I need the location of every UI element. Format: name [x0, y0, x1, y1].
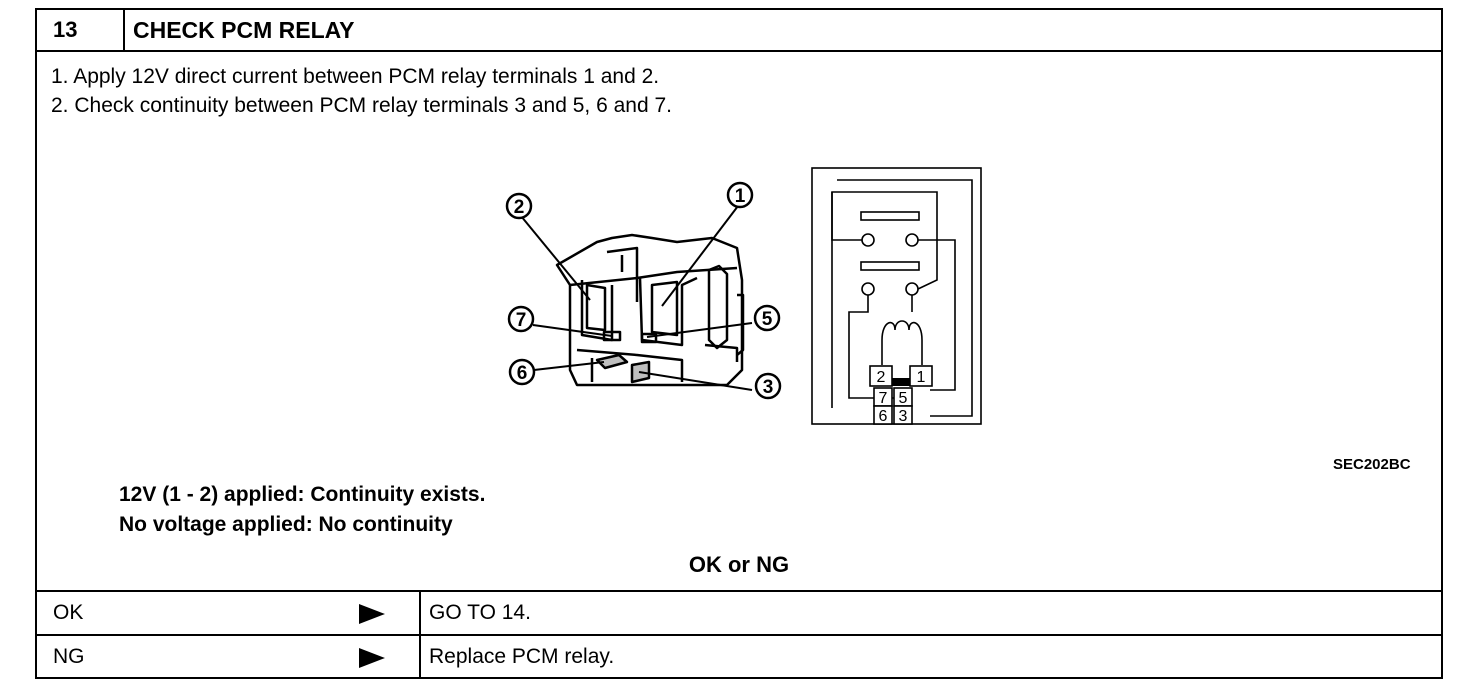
result-row-ok: OK GO TO 14.: [37, 590, 1441, 634]
relay-schematic: [811, 167, 982, 425]
callout-label: 6: [517, 363, 528, 384]
instruction-item: 1. Apply 12V direct current between PCM …: [51, 65, 660, 88]
result-label: OK: [53, 601, 84, 624]
terminal-label: 7: [879, 390, 888, 407]
result-action: Replace PCM relay.: [429, 645, 615, 668]
terminal-label: 2: [877, 369, 886, 386]
callout-7: 7: [507, 305, 535, 333]
callout-3: 3: [754, 372, 782, 400]
specification: 12V (1 - 2) applied: Continuity exists. …: [119, 480, 485, 540]
column-divider: [419, 636, 421, 678]
step-title: CHECK PCM RELAY: [133, 17, 355, 43]
callout-1: 1: [726, 181, 754, 209]
callout-label: 5: [762, 309, 773, 330]
spec-line: No voltage applied: No continuity: [119, 513, 453, 536]
callout-5: 5: [753, 304, 781, 332]
terminal-label: 3: [899, 408, 908, 425]
step-header: 13 CHECK PCM RELAY: [37, 10, 1441, 52]
terminal-label: 1: [917, 369, 926, 386]
callout-label: 3: [763, 377, 774, 398]
callout-label: 1: [735, 186, 746, 207]
terminal-label: 5: [899, 390, 908, 407]
instruction-item: 2. Check continuity between PCM relay te…: [51, 94, 672, 117]
arrow-right-icon: [359, 648, 385, 668]
column-divider: [419, 592, 421, 634]
spec-line: 12V (1 - 2) applied: Continuity exists.: [119, 483, 486, 506]
terminal-label: 6: [879, 408, 888, 425]
result-action: GO TO 14.: [429, 601, 531, 624]
result-row-ng: NG Replace PCM relay.: [37, 634, 1441, 678]
result-label: NG: [53, 645, 85, 668]
relay-figure: 2 1 7 5 6 3: [505, 167, 982, 425]
relay-illustration: [520, 205, 753, 391]
arrow-right-icon: [359, 604, 385, 624]
schematic-terminal-block: 2 1 7 5 6 3: [869, 365, 933, 425]
callout-6: 6: [508, 358, 536, 386]
verdict-heading: OK or NG: [688, 552, 790, 577]
figure-code: SEC202BC: [1333, 456, 1411, 473]
diagnostic-step-table: 13 CHECK PCM RELAY 1. Apply 12V direct c…: [35, 8, 1443, 679]
instruction-list: 1. Apply 12V direct current between PCM …: [51, 62, 672, 120]
step-number: 13: [37, 10, 125, 50]
callout-label: 2: [514, 197, 525, 218]
callout-2: 2: [505, 192, 533, 220]
callout-label: 7: [516, 310, 527, 331]
